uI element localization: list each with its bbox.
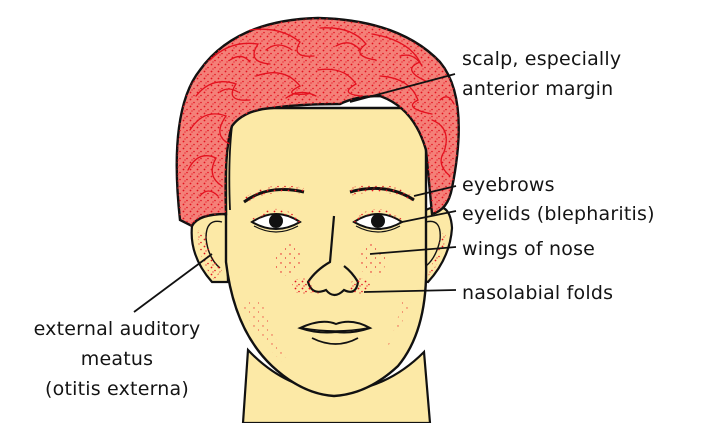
left-eye bbox=[252, 211, 300, 232]
label-scalp-line2: anterior margin bbox=[462, 78, 613, 100]
label-eyebrows: eyebrows bbox=[462, 174, 555, 196]
right-eye bbox=[354, 211, 402, 232]
label-scalp-line1: scalp, especially bbox=[462, 48, 621, 70]
label-nose-wings: wings of nose bbox=[462, 238, 595, 260]
label-nasolabial: nasolabial folds bbox=[462, 282, 613, 304]
label-ear-line1: external auditory bbox=[6, 318, 228, 340]
label-eyelids: eyelids (blepharitis) bbox=[462, 203, 655, 225]
label-ear-line3: (otitis externa) bbox=[6, 378, 228, 400]
label-ear-line2: meatus bbox=[6, 348, 228, 370]
leader-ear bbox=[134, 254, 212, 312]
